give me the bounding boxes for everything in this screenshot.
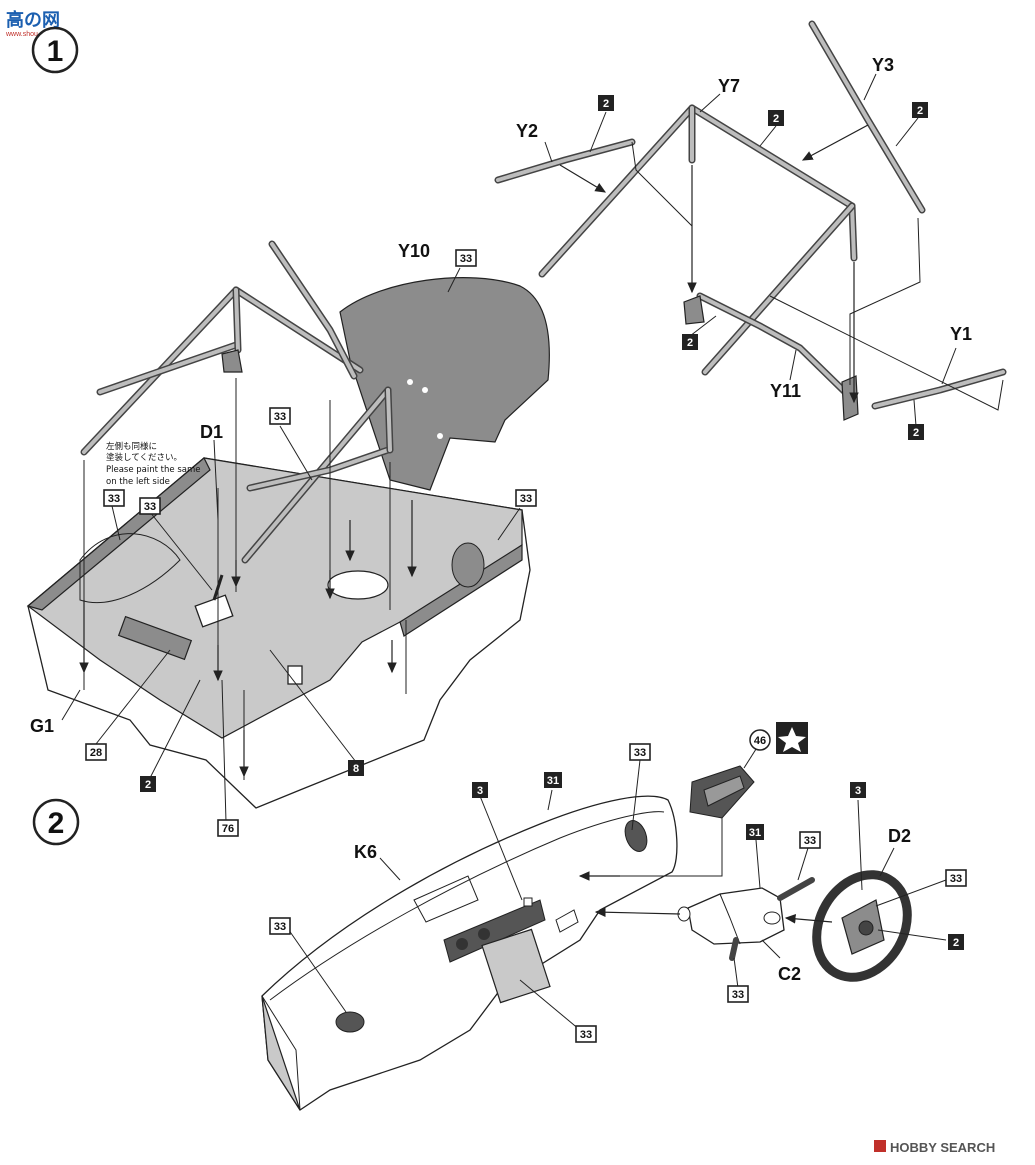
svg-text:76: 76 — [222, 823, 234, 835]
steering-wheel-d2 — [812, 870, 912, 982]
svg-text:HOBBY SEARCH: HOBBY SEARCH — [890, 1140, 995, 1155]
svg-text:2: 2 — [687, 337, 693, 349]
leader-lines — [61, 73, 957, 1031]
svg-text:46: 46 — [754, 735, 766, 747]
step-2-badge: 2 — [32, 798, 80, 846]
color-code-box: 33 — [139, 497, 161, 515]
color-code-box: 33 — [727, 985, 749, 1003]
label-y11: Y11 — [770, 381, 801, 401]
color-code-box: 33 — [103, 489, 125, 507]
svg-text:33: 33 — [634, 747, 646, 759]
label-y7: Y7 — [718, 76, 740, 96]
label-y2: Y2 — [516, 121, 538, 141]
svg-text:左側も同様に: 左側も同様に — [106, 441, 157, 452]
svg-text:3: 3 — [477, 785, 483, 797]
svg-text:33: 33 — [732, 989, 744, 1001]
svg-text:2: 2 — [773, 113, 779, 125]
color-code-box: 28 — [85, 743, 107, 761]
dashboard-k6 — [261, 795, 678, 1111]
svg-text:Please paint the same: Please paint the same — [106, 465, 200, 475]
svg-text:31: 31 — [547, 775, 559, 787]
color-code-box: 33 — [799, 831, 821, 849]
meter-hood-46 — [689, 765, 755, 819]
svg-text:33: 33 — [108, 493, 120, 505]
bottom-watermark: HOBBY SEARCH — [874, 1140, 995, 1155]
color-code-box: 2 — [682, 334, 698, 350]
svg-text:33: 33 — [274, 411, 286, 423]
svg-text:33: 33 — [950, 873, 962, 885]
color-code-box: 76 — [217, 819, 239, 837]
svg-text:2: 2 — [953, 937, 959, 949]
steering-column-c2 — [677, 877, 815, 961]
color-code-box: 33 — [515, 489, 537, 507]
color-code-box: 2 — [908, 424, 924, 440]
color-code-box: 33 — [269, 917, 291, 935]
step1-arrows — [79, 378, 417, 780]
part-labels: Y10 Y7 Y3 Y2 Y1 Y11 D1 G1 K6 D2 C2 — [30, 55, 972, 984]
svg-text:28: 28 — [90, 747, 102, 759]
svg-text:2: 2 — [145, 779, 151, 791]
color-code-box: 2 — [948, 934, 964, 950]
color-code-box: 33 — [629, 743, 651, 761]
star-icon — [776, 722, 808, 754]
label-y1: Y1 — [950, 324, 972, 344]
color-code-box: 3 — [472, 782, 488, 798]
color-code-box: 33 — [945, 869, 967, 887]
svg-text:33: 33 — [274, 921, 286, 933]
color-code-box: 33 — [575, 1025, 597, 1043]
svg-text:3: 3 — [855, 785, 861, 797]
svg-text:33: 33 — [520, 493, 532, 505]
svg-text:塗装してください。: 塗装してください。 — [106, 452, 182, 463]
color-code-box: 2 — [140, 776, 156, 792]
svg-text:www.shou.com: www.shou.com — [5, 31, 53, 38]
cabin-tub — [26, 457, 531, 809]
color-code-box: 31 — [544, 772, 562, 788]
label-d1: D1 — [200, 422, 223, 442]
step-1-badge: 1 — [31, 26, 79, 74]
color-code-box: 31 — [746, 824, 764, 840]
svg-text:33: 33 — [460, 253, 472, 265]
color-code-circle: 46 — [749, 729, 771, 751]
color-code-box: 3 — [850, 782, 866, 798]
color-codes: 2 2 2 2 2 2 2 33 33 33 33 33 33 33 33 33… — [85, 95, 967, 1043]
svg-text:33: 33 — [580, 1029, 592, 1041]
color-code-box: 33 — [269, 407, 291, 425]
color-code-box: 33 — [455, 249, 477, 267]
label-k6: K6 — [354, 842, 377, 862]
label-g1: G1 — [30, 716, 54, 736]
label-y10: Y10 — [398, 241, 430, 261]
svg-text:31: 31 — [749, 827, 761, 839]
color-code-box: 2 — [768, 110, 784, 126]
label-y3: Y3 — [872, 55, 894, 75]
svg-text:33: 33 — [804, 835, 816, 847]
step2-arrows — [578, 818, 833, 924]
svg-text:2: 2 — [917, 105, 923, 117]
svg-text:1: 1 — [47, 35, 64, 68]
svg-text:33: 33 — [144, 501, 156, 513]
svg-text:高の网: 高の网 — [6, 9, 60, 30]
svg-text:on the left side: on the left side — [106, 477, 170, 487]
paint-note: 左側も同様に 塗装してください。 Please paint the same o… — [106, 441, 200, 487]
roll-cage-exploded — [494, 20, 1007, 421]
label-d2: D2 — [888, 826, 911, 846]
svg-text:8: 8 — [353, 763, 359, 775]
svg-text:2: 2 — [48, 807, 65, 840]
color-code-box: 2 — [598, 95, 614, 111]
color-code-box: 8 — [348, 760, 364, 776]
label-c2: C2 — [778, 964, 801, 984]
top-watermark: 高の网 www.shou.com — [5, 9, 60, 38]
color-code-box: 2 — [912, 102, 928, 118]
svg-text:2: 2 — [913, 427, 919, 439]
svg-text:2: 2 — [603, 98, 609, 110]
